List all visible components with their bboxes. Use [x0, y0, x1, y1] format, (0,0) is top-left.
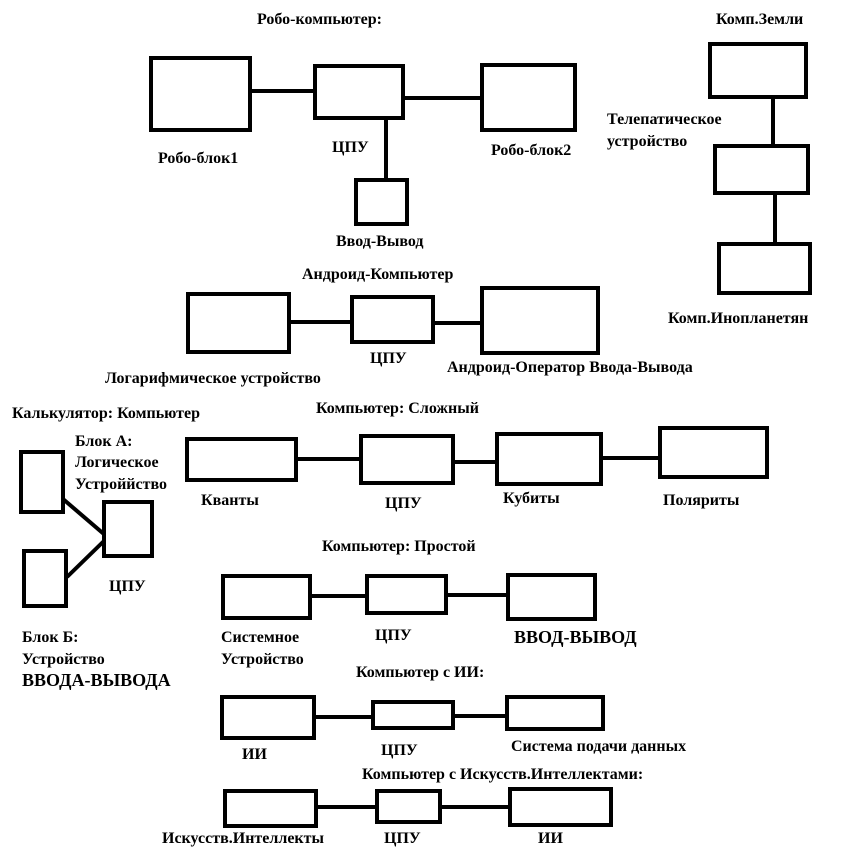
alien-label: Комп.Инопланетян — [668, 310, 808, 327]
android-title: Андроид-Компьютер — [302, 266, 453, 283]
block-b-label-line2: Устройство — [22, 651, 105, 668]
robo-block2-box — [480, 63, 577, 132]
robo-io-label: Ввод-Вывод — [336, 233, 424, 250]
quanta-label: Кванты — [201, 492, 259, 509]
complex-cpu-box — [359, 434, 455, 485]
data-system-box — [505, 695, 605, 731]
multi-ai-cpu-label: ЦПУ — [384, 830, 421, 847]
ai-box — [220, 695, 316, 740]
robo-computer-group: Робо-компьютер: Робо-блок1 ЦПУ Робо-блок… — [149, 11, 577, 250]
log-device-box — [186, 292, 291, 354]
polarities-label: Поляриты — [663, 492, 740, 509]
robo-block1-label: Робо-блок1 — [158, 150, 238, 167]
earth-title: Комп.Земли — [716, 11, 803, 28]
qubits-label: Кубиты — [503, 490, 560, 507]
multi-ai-title: Компьютер с Искусств.Интеллектами: — [362, 766, 643, 783]
telepathic-label-line2: устройство — [607, 133, 687, 150]
intellects-label: Искусств.Интеллекты — [162, 830, 325, 847]
connector — [65, 538, 107, 579]
android-group: Андроид-Компьютер Логарифмическое устрой… — [105, 266, 693, 387]
system-device-label-line2: Устройство — [221, 651, 304, 668]
system-device-label-line1: Системное — [221, 629, 299, 646]
simple-group: Компьютер: Простой Системное Устройство … — [221, 538, 637, 668]
calc-cpu-label: ЦПУ — [109, 578, 146, 595]
earth-group: Комп.Земли Телепатическое устройство Ком… — [607, 11, 812, 327]
complex-cpu-label: ЦПУ — [385, 495, 422, 512]
robo-cpu-box — [313, 64, 405, 120]
complex-group: Компьютер: Сложный Кванты ЦПУ Кубиты Пол… — [185, 400, 769, 512]
data-system-label: Система подачи данных — [511, 738, 686, 755]
robo-title: Робо-компьютер: — [257, 11, 382, 28]
robo-io-box — [354, 178, 409, 226]
calculator-group: Калькулятор: Компьютер Блок А: Логическо… — [12, 405, 200, 690]
system-device-box — [221, 574, 312, 620]
android-operator-box — [480, 286, 600, 355]
block-a-label-line3: Устроййство — [75, 476, 167, 493]
earth-computer-box — [708, 42, 808, 99]
android-cpu-label: ЦПУ — [370, 350, 407, 367]
complex-title: Компьютер: Сложный — [316, 400, 479, 417]
android-cpu-box — [350, 295, 435, 344]
block-a-label-line1: Блок А: — [75, 433, 132, 450]
simple-io-box — [506, 573, 597, 621]
simple-cpu-label: ЦПУ — [375, 627, 412, 644]
block-a-box — [19, 450, 65, 514]
simple-cpu-box — [365, 574, 448, 615]
multi-ai-ai-box — [508, 787, 613, 827]
alien-computer-box — [717, 242, 812, 295]
telepathic-device-box — [713, 144, 810, 195]
block-b-box — [22, 549, 68, 608]
multi-ai-ai-label: ИИ — [538, 830, 563, 847]
block-b-label-line1: Блок Б: — [22, 629, 78, 646]
calculator-title: Калькулятор: Компьютер — [12, 405, 200, 422]
android-operator-label: Андроид-Оператор Ввода-Вывода — [447, 359, 693, 376]
simple-title: Компьютер: Простой — [322, 538, 476, 555]
multi-ai-group: Компьютер с Искусств.Интеллектами: Искус… — [162, 766, 643, 847]
ai-cpu-label: ЦПУ — [381, 742, 418, 759]
robo-block1-box — [149, 56, 252, 132]
robo-block2-label: Робо-блок2 — [491, 142, 571, 159]
simple-io-label: ВВОД-ВЫВОД — [514, 627, 637, 647]
ai-group: Компьютер с ИИ: ИИ ЦПУ Система подачи да… — [220, 664, 686, 763]
polarities-box — [658, 426, 769, 479]
intellects-box — [223, 789, 318, 828]
calc-cpu-box — [102, 500, 154, 558]
multi-ai-cpu-box — [375, 789, 442, 824]
telepathic-label-line1: Телепатическое — [607, 111, 722, 128]
robo-cpu-label: ЦПУ — [332, 139, 369, 156]
ai-cpu-box — [371, 700, 455, 730]
quanta-box — [185, 437, 298, 482]
block-b-label-line3: ВВОДА-ВЫВОДА — [22, 670, 171, 690]
ai-label: ИИ — [242, 746, 267, 763]
block-a-label-line2: Логическое — [75, 454, 159, 471]
log-device-label: Логарифмическое устройство — [105, 370, 321, 387]
connector — [61, 497, 107, 537]
qubits-box — [495, 432, 603, 486]
ai-title: Компьютер с ИИ: — [356, 664, 484, 681]
